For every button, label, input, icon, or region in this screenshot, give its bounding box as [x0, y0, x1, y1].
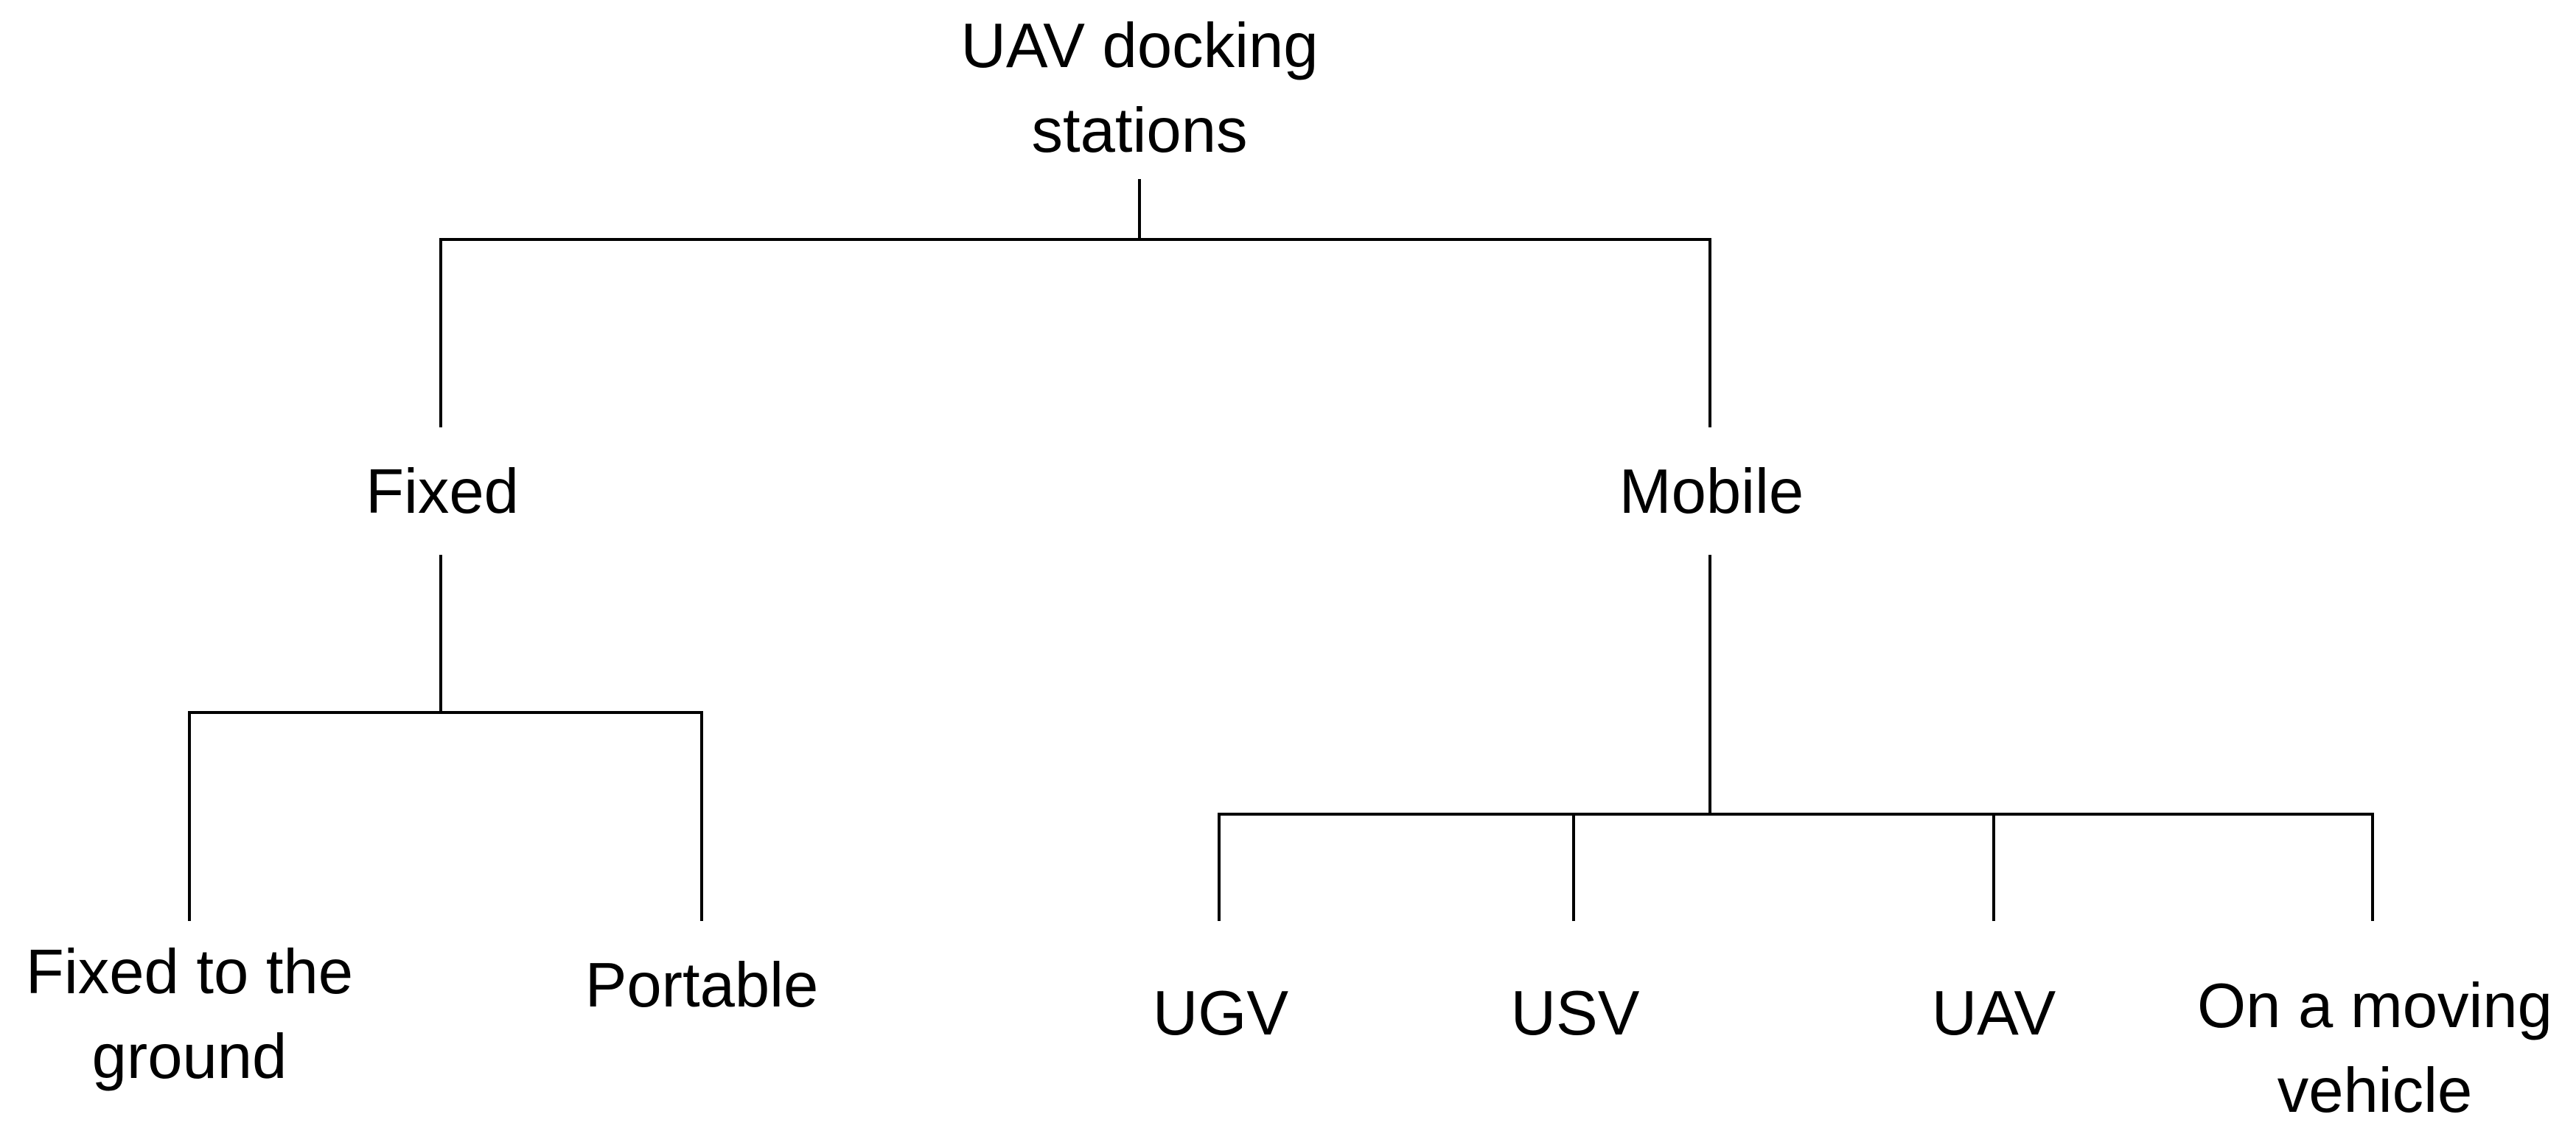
- node-ugv: UGV: [1153, 971, 1288, 1056]
- node-fixed: Fixed: [366, 449, 519, 534]
- node-vehicle-line2: vehicle: [2277, 1056, 2473, 1126]
- node-ugv-label: UGV: [1152, 978, 1289, 1048]
- node-fixed-to-ground: Fixed to the ground: [26, 930, 353, 1099]
- node-usv: USV: [1511, 971, 1640, 1056]
- node-uav-label: UAV: [1931, 978, 2056, 1048]
- node-uav: UAV: [1932, 971, 2056, 1056]
- node-root-line1: UAV docking: [960, 11, 1319, 81]
- node-root-line2: stations: [1031, 96, 1248, 166]
- node-ground-line2: ground: [91, 1022, 287, 1092]
- node-portable: Portable: [585, 943, 819, 1028]
- node-moving-vehicle: On a moving vehicle: [2197, 964, 2552, 1133]
- node-ground-line1: Fixed to the: [25, 937, 354, 1007]
- node-usv-label: USV: [1510, 978, 1640, 1048]
- node-root: UAV docking stations: [960, 4, 1318, 173]
- node-vehicle-line1: On a moving: [2197, 971, 2552, 1041]
- node-mobile-label: Mobile: [1619, 457, 1804, 527]
- node-portable-label: Portable: [584, 950, 819, 1020]
- node-fixed-label: Fixed: [366, 457, 519, 527]
- node-mobile: Mobile: [1619, 449, 1804, 534]
